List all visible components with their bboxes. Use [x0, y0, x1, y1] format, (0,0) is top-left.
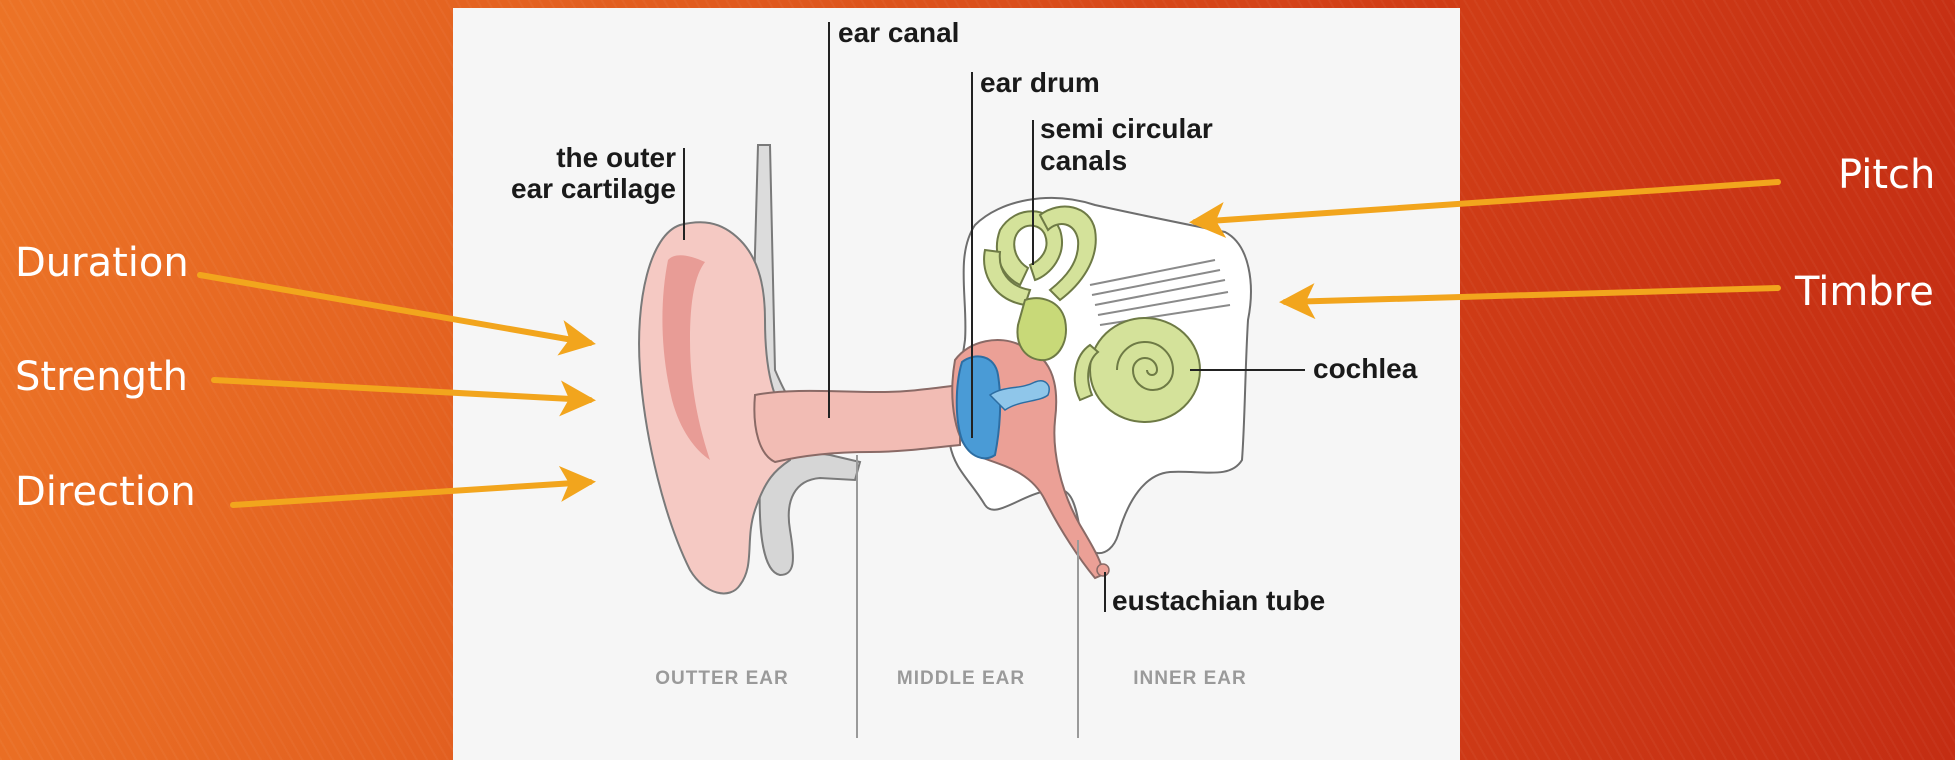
eustachian-tube-end: [1097, 564, 1109, 576]
label-semicircular-line2: canals: [1040, 145, 1127, 176]
label-cartilage-line2: ear cartilage: [511, 173, 676, 204]
label-semicircular-line1: semi circular: [1040, 113, 1213, 144]
arrow-pitch: [1195, 182, 1778, 222]
arrow-strength: [214, 380, 590, 400]
region-outer-ear: OUTTER EAR: [655, 668, 789, 689]
arrow-direction: [233, 482, 590, 505]
label-ear-canal: ear canal: [838, 17, 959, 48]
arrow-timbre: [1285, 288, 1778, 302]
label-ear-drum: ear drum: [980, 67, 1100, 98]
ear-drum: [957, 356, 1000, 458]
region-inner-ear: INNER EAR: [1133, 668, 1247, 689]
arrow-duration: [200, 275, 590, 343]
label-cartilage-line1: the outer: [556, 142, 676, 173]
region-middle-ear: MIDDLE EAR: [897, 668, 1025, 689]
label-cochlea: cochlea: [1313, 353, 1418, 384]
ear-canal-tube: [754, 385, 960, 462]
label-eustachian: eustachian tube: [1112, 585, 1325, 616]
